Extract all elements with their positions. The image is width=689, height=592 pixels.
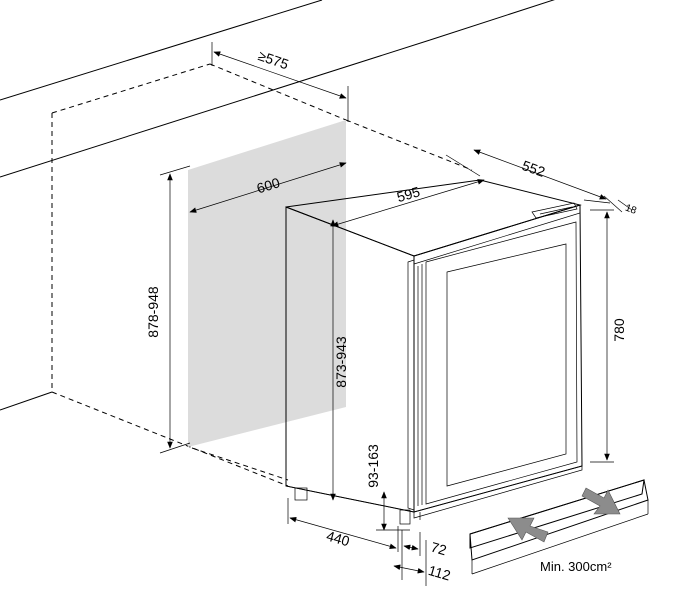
dim-top-offset: 18 — [603, 195, 639, 217]
dim-door-height: 780 — [590, 209, 627, 463]
plinth-height-label: 93-163 — [365, 444, 381, 488]
dim-niche-height: 878-948 — [145, 165, 191, 454]
cabinet-depth-label: 552 — [520, 157, 548, 180]
airflow-in-arrow — [507, 517, 549, 543]
plinth-offset-label: 112 — [427, 562, 453, 584]
cabinet-width-label: 595 — [395, 183, 422, 205]
dim-feet-depth: 440 — [287, 498, 399, 552]
dim-cabinet-depth: 552 — [445, 149, 611, 204]
dim-plinth-offset: 112 — [393, 540, 453, 586]
dim-cabinet-width: 595 — [331, 179, 485, 227]
ventilation-note: Min. 300cm² — [540, 559, 612, 574]
cabinet-height-label: 873-943 — [333, 336, 349, 388]
plinth-recess-label: 72 — [429, 539, 449, 559]
dim-niche-depth: ≥575 — [211, 42, 349, 122]
airflow-out-arrow — [581, 487, 621, 515]
niche-width-label: 600 — [255, 174, 282, 196]
wine-cooler-body — [285, 179, 583, 525]
dim-cabinet-height: 873-943 — [330, 219, 349, 501]
niche-height-label: 878-948 — [145, 286, 161, 338]
niche-back-panel — [188, 120, 346, 447]
dim-niche-width: 600 — [189, 162, 347, 213]
wall-outline — [0, 0, 555, 411]
feet-depth-label: 440 — [325, 527, 352, 549]
top-offset-label: 18 — [624, 203, 639, 217]
door-height-label: 780 — [611, 318, 627, 342]
dim-plinth-height: 93-163 — [365, 444, 410, 531]
